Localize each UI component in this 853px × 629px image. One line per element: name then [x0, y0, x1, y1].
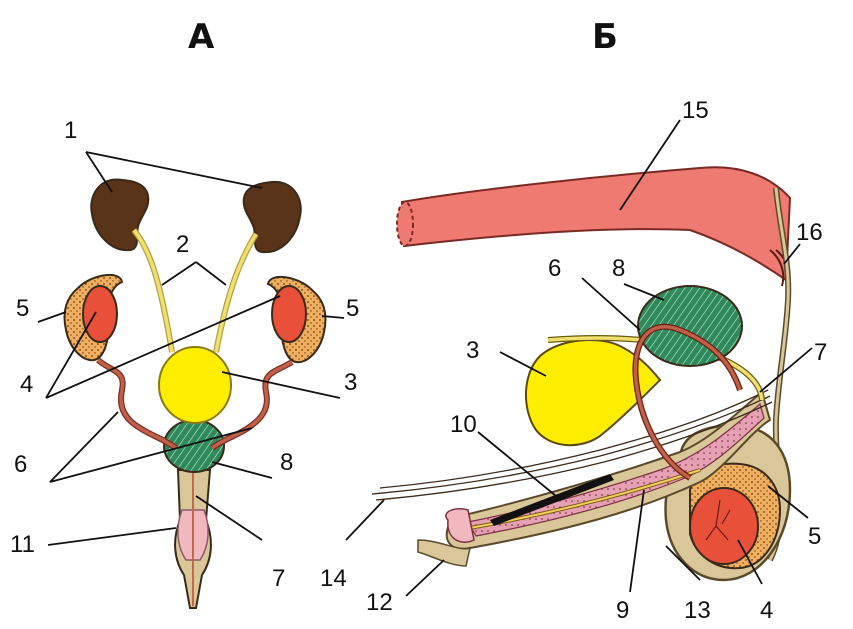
lead-b-6: [582, 278, 640, 330]
lead-a-11: [48, 528, 176, 545]
label-b-13: 13: [684, 597, 711, 624]
left-ureter: [134, 230, 172, 352]
label-b-3: 3: [466, 337, 479, 364]
lead-a-6a: [50, 412, 118, 482]
label-a-5-left: 5: [16, 295, 29, 322]
lead-a-8: [212, 462, 272, 478]
right-testis: [272, 286, 306, 342]
bladder: [159, 347, 231, 423]
panel-a: 1 2 3 4 5 5 6 8 11 7: [10, 117, 359, 608]
label-a-3: 3: [344, 369, 357, 396]
label-b-4: 4: [760, 597, 773, 624]
label-a-11: 11: [10, 531, 35, 558]
label-b-5: 5: [808, 523, 821, 550]
lead-b-14: [346, 500, 384, 540]
label-a-5-right: 5: [346, 295, 359, 322]
label-b-16: 16: [796, 219, 823, 246]
panel-b-title: Б: [592, 17, 618, 57]
lead-a-3: [222, 372, 340, 398]
label-b-8: 8: [612, 255, 625, 282]
lead-b-12: [406, 560, 444, 596]
testis-b: [690, 488, 758, 564]
panel-b: 15 16 6 8 3 7 10 5 14 12 9 13 4: [320, 97, 827, 624]
lead-a-5l: [38, 312, 66, 322]
panel-a-title: А: [188, 17, 215, 57]
rectum-cut-end: [397, 202, 413, 246]
label-a-8: 8: [280, 449, 293, 476]
label-b-7: 7: [814, 339, 827, 366]
label-b-10: 10: [450, 411, 477, 438]
label-a-1: 1: [64, 117, 77, 144]
label-a-6: 6: [14, 451, 27, 478]
lead-b-7: [760, 348, 812, 392]
rectum: [402, 167, 790, 280]
left-testis: [83, 286, 117, 342]
label-b-15: 15: [682, 97, 709, 124]
lead-b-8: [624, 284, 664, 300]
right-ureter: [216, 234, 256, 352]
label-a-2: 2: [176, 231, 189, 258]
lead-a-2b: [196, 262, 226, 285]
label-a-7: 7: [272, 565, 285, 592]
label-a-4: 4: [20, 371, 33, 398]
label-b-14: 14: [320, 565, 347, 592]
label-b-9: 9: [616, 597, 629, 624]
lead-a-2a: [162, 262, 196, 285]
lead-b-10: [478, 432, 556, 496]
label-b-6: 6: [548, 255, 561, 282]
label-b-12: 12: [366, 589, 393, 616]
